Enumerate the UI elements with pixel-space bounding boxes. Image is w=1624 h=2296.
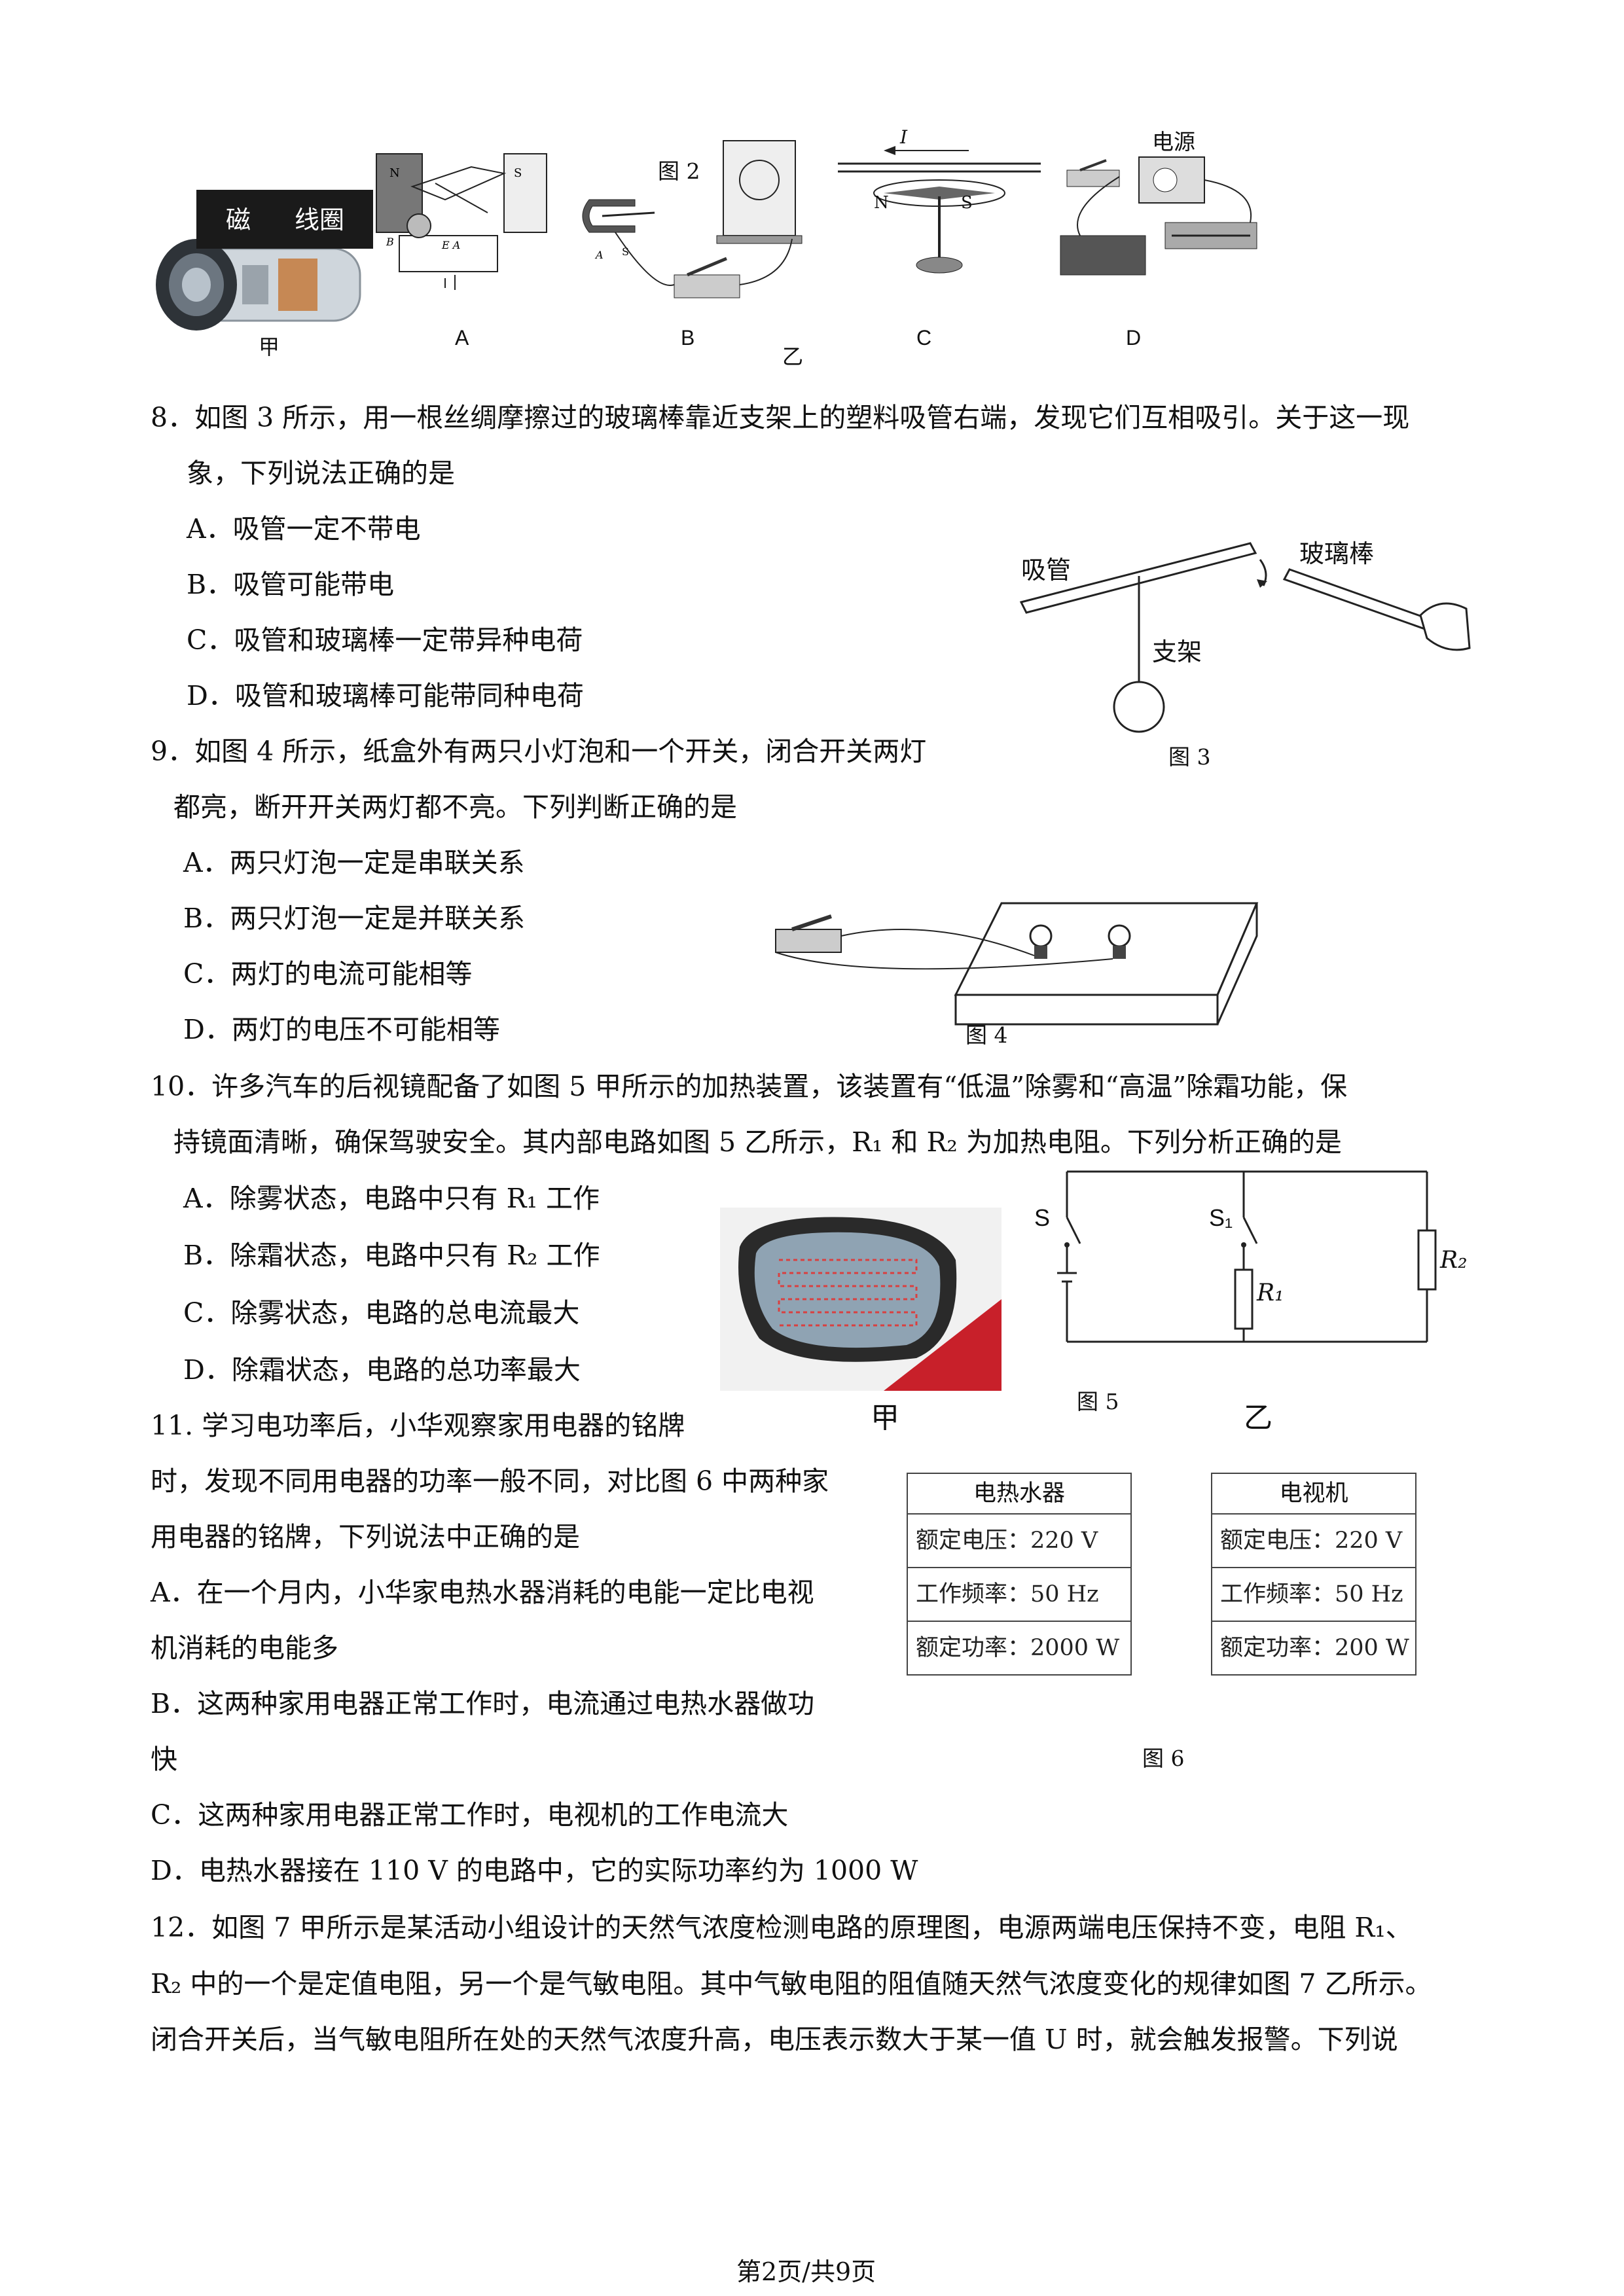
- q9-option-b: B．两只灯泡一定是并联关系: [183, 903, 526, 934]
- q11-option-b-line2: 快: [151, 1744, 177, 1775]
- q10-option-c: C．除雾状态，电路的总电流最大: [183, 1297, 580, 1329]
- label-ci: 磁: [226, 206, 251, 234]
- fig5-caption: 图 5: [1077, 1389, 1119, 1414]
- fig3-caption: 图 3: [1168, 744, 1211, 770]
- figure-c-oersted: [838, 146, 1041, 274]
- circuit-label-r1: R₁: [1257, 1280, 1284, 1306]
- q8-stem-line2: 象，下列说法正确的是: [187, 457, 455, 489]
- figure-d-apparatus: [1060, 156, 1257, 276]
- caption-b: B: [681, 326, 695, 350]
- fig5-label-yi: 乙: [1244, 1401, 1272, 1435]
- q8-option-b: B．吸管可能带电: [187, 569, 395, 600]
- fig3-label-rod: 玻璃棒: [1299, 539, 1375, 568]
- fig5-label-jia: 甲: [871, 1401, 899, 1435]
- svg-text:S: S: [514, 166, 522, 180]
- q10-option-b: B．除霜状态，电路中只有 R₂ 工作: [183, 1240, 600, 1271]
- q11-option-a-line2: 机消耗的电能多: [151, 1632, 338, 1664]
- q10-option-a: A．除雾状态，电路中只有 R₁ 工作: [183, 1183, 600, 1214]
- plate-row: 工作频率：50 Hz: [1212, 1568, 1415, 1622]
- label-n: N: [874, 193, 889, 213]
- q10-option-d: D．除霜状态，电路的总功率最大: [183, 1354, 581, 1386]
- q11-stem-line1: 11. 学习电功率后，小华观察家用电器的铭牌: [151, 1410, 685, 1441]
- caption-c: C: [916, 326, 932, 350]
- q10-stem-line2: 持镜面清晰，确保驾驶安全。其内部电路如图 5 乙所示，R₁ 和 R₂ 为加热电阻…: [173, 1126, 1342, 1158]
- nameplate-water-heater: 电热水器 额定电压：220 V 工作频率：50 Hz 额定功率：2000 W: [907, 1473, 1132, 1676]
- q12-stem-line1: 12．如图 7 甲所示是某活动小组设计的天然气浓度检测电路的原理图，电源两端电压…: [151, 1912, 1413, 1943]
- plate-row: 工作频率：50 Hz: [908, 1568, 1130, 1622]
- q9-option-c: C．两灯的电流可能相等: [183, 958, 473, 990]
- circuit-label-s1: S₁: [1209, 1204, 1233, 1231]
- q10-stem-line1: 10．许多汽车的后视镜配备了如图 5 甲所示的加热装置，该装置有“低温”除雾和“…: [151, 1071, 1348, 1102]
- label-s: S: [961, 193, 973, 213]
- plate-title: 电视机: [1212, 1474, 1415, 1515]
- figure-5-mirror-photo: [720, 1208, 1001, 1391]
- caption-yi: 乙: [782, 344, 804, 369]
- svg-text:A: A: [594, 249, 604, 261]
- plate-row: 额定功率：2000 W: [916, 1635, 1120, 1661]
- fig3-label-stand: 支架: [1152, 637, 1202, 666]
- figure-5-circuit: [1057, 1170, 1437, 1343]
- label-current: I: [900, 126, 908, 148]
- svg-text:N: N: [389, 166, 400, 180]
- circuit-label-r2: R₂: [1440, 1247, 1468, 1274]
- q9-stem-line1: 9．如图 4 所示，纸盒外有两只小灯泡和一个开关，闭合开关两灯: [151, 736, 927, 767]
- nameplate-tv: 电视机 额定电压：220 V 工作频率：50 Hz 额定功率：200 W: [1211, 1473, 1416, 1676]
- q11-stem-line3: 用电器的铭牌，下列说法中正确的是: [151, 1521, 580, 1552]
- circuit-label-s: S: [1034, 1204, 1051, 1231]
- plate-title: 电热水器: [908, 1474, 1130, 1515]
- flashlight-illustration: [156, 239, 361, 331]
- plate-row: 额定电压：220 V: [908, 1515, 1130, 1568]
- caption-a: A: [455, 326, 469, 350]
- svg-text:E A: E A: [441, 239, 460, 251]
- fig6-caption: 图 6: [1142, 1746, 1185, 1771]
- q11-option-a-line1: A．在一个月内，小华家电热水器消耗的电能一定比电视: [151, 1577, 814, 1608]
- svg-text:S: S: [622, 245, 629, 258]
- q11-option-c: C．这两种家用电器正常工作时，电视机的工作电流大: [151, 1799, 789, 1831]
- plate-row: 额定电压：220 V: [1212, 1515, 1415, 1568]
- q8-stem-line1: 8．如图 3 所示，用一根丝绸摩擦过的玻璃棒靠近支架上的塑料吸管右端，发现它们互…: [151, 402, 1410, 433]
- q9-option-a: A．两只灯泡一定是串联关系: [183, 847, 525, 878]
- fig3-label-straw: 吸管: [1021, 556, 1072, 584]
- q9-stem-line2: 都亮，断开开关两灯都不亮。下列判断正确的是: [173, 791, 737, 823]
- figure-a-apparatus: N S B E A: [376, 153, 547, 290]
- caption-d: D: [1126, 326, 1142, 350]
- svg-text:B: B: [386, 236, 394, 248]
- q8-option-d: D．吸管和玻璃棒可能带同种电荷: [187, 680, 584, 711]
- q12-stem-line2: R₂ 中的一个是定值电阻，另一个是气敏电阻。其中气敏电阻的阻值随天然气浓度变化的…: [151, 1968, 1432, 2000]
- fig4-caption: 图 4: [965, 1022, 1008, 1048]
- label-power: 电源: [1152, 129, 1195, 154]
- q12-stem-line3: 闭合开关后，当气敏电阻所在处的天然气浓度升高，电压表示数大于某一值 U 时，就会…: [151, 2024, 1398, 2055]
- plate-row: 额定功率：200 W: [1220, 1635, 1409, 1661]
- q11-option-b-line1: B．这两种家用电器正常工作时，电流通过电热水器做功: [151, 1688, 815, 1719]
- q11-option-d: D．电热水器接在 110 V 的电路中，它的实际功率约为 1000 W: [151, 1855, 918, 1886]
- caption-jia: 甲: [259, 334, 280, 359]
- q9-option-d: D．两灯的电压不可能相等: [183, 1014, 500, 1045]
- q11-stem-line2: 时，发现不同用电器的功率一般不同，对比图 6 中两种家: [151, 1465, 829, 1497]
- label-box: [196, 190, 373, 249]
- figure-b-galvanometer: A S: [582, 140, 803, 298]
- q8-option-c: C．吸管和玻璃棒一定带异种电荷: [187, 624, 583, 656]
- q8-option-a: A．吸管一定不带电: [187, 513, 421, 545]
- page-number: 第2页/共9页: [736, 2257, 876, 2286]
- figure-4-box-bulbs: [775, 902, 1259, 1026]
- figure-3-straw-rod: [1019, 542, 1471, 733]
- figure-2-title: 图 2: [658, 158, 700, 184]
- label-coil: 线圈: [295, 206, 345, 234]
